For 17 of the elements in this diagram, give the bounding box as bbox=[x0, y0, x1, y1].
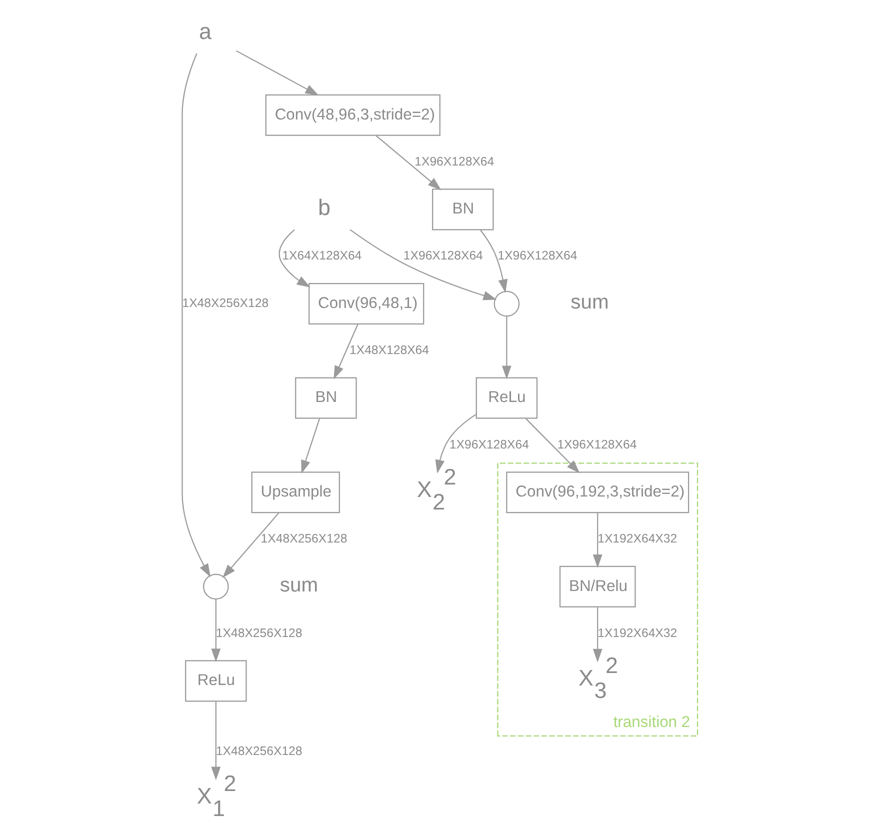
edge-label: 1X96X128X64 bbox=[402, 248, 482, 263]
edge-label: 1X48X256X128 bbox=[215, 626, 302, 640]
edge-label: 1X48X128X64 bbox=[349, 343, 429, 358]
node-label: sum bbox=[279, 574, 318, 597]
edge-label: 1X48X256X128 bbox=[260, 532, 347, 546]
edge-label: 1X96X128X64 bbox=[556, 437, 636, 452]
edge-label: 1X96X128X64 bbox=[497, 248, 577, 263]
node-label: sum bbox=[570, 292, 608, 314]
edge-label: 1X96X128X64 bbox=[414, 154, 494, 168]
edge-label: 1X48X256X128 bbox=[215, 744, 302, 758]
edge-label: 1X192X64X32 bbox=[597, 626, 677, 640]
edge-label: 1X64X128X64 bbox=[282, 248, 362, 263]
node-text: a bbox=[198, 18, 212, 44]
edge-label: 1X48X256X128 bbox=[182, 296, 268, 310]
edge-label: 1X192X64X32 bbox=[597, 532, 677, 546]
edge-label: 1X96X128X64 bbox=[448, 437, 528, 452]
node-text: b bbox=[318, 195, 330, 220]
